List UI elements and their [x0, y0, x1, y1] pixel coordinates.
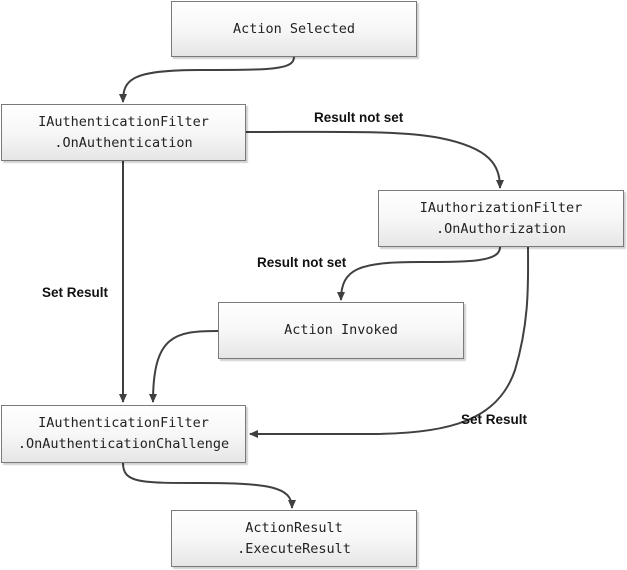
- set-result-label-authorization: Set Result: [461, 412, 528, 427]
- result-not-set-label-authentication: Result not set: [314, 110, 404, 125]
- authentication-node: IAuthenticationFilter .OnAuthentication: [1, 104, 246, 161]
- arrow-authorization-to-challenge: [249, 246, 530, 438]
- action-selected-node: Action Selected: [171, 1, 417, 57]
- result-not-set-label-authorization: Result not set: [257, 255, 347, 270]
- authorization-node: IAuthorizationFilter .OnAuthorization: [378, 190, 624, 247]
- arrow-action-to-challenge: [149, 330, 219, 403]
- arrow-authorization-to-action: [337, 246, 501, 301]
- action-invoked-node: Action Invoked: [218, 302, 464, 359]
- authentication-label-line-2: .OnAuthentication: [54, 134, 193, 151]
- execute-result-node: ActionResult .ExecuteResult: [171, 510, 417, 567]
- authorization-label-line-2: .OnAuthorization: [435, 220, 567, 237]
- authentication-label-line-1: IAuthenticationFilter: [38, 113, 209, 130]
- set-result-label-authentication: Set Result: [42, 285, 109, 300]
- execute-result-label-line-1: ActionResult: [245, 519, 343, 536]
- arrow-authentication-to-authorization: [245, 130, 504, 189]
- execute-result-label-line-2: .ExecuteResult: [237, 540, 351, 557]
- authentication-challenge-node: IAuthenticationFilter .OnAuthenticationC…: [1, 405, 246, 463]
- action-invoked-label: Action Invoked: [284, 322, 398, 338]
- arrow-challenge-to-execute: [122, 462, 296, 509]
- authentication-challenge-label-line-2: .OnAuthenticationChallenge: [17, 436, 230, 452]
- authentication-challenge-label-line-1: IAuthenticationFilter: [38, 415, 209, 431]
- arrow-selected-to-authentication: [119, 56, 295, 103]
- authorization-label-line-1: IAuthorizationFilter: [419, 199, 583, 216]
- action-selected-label: Action Selected: [233, 20, 355, 37]
